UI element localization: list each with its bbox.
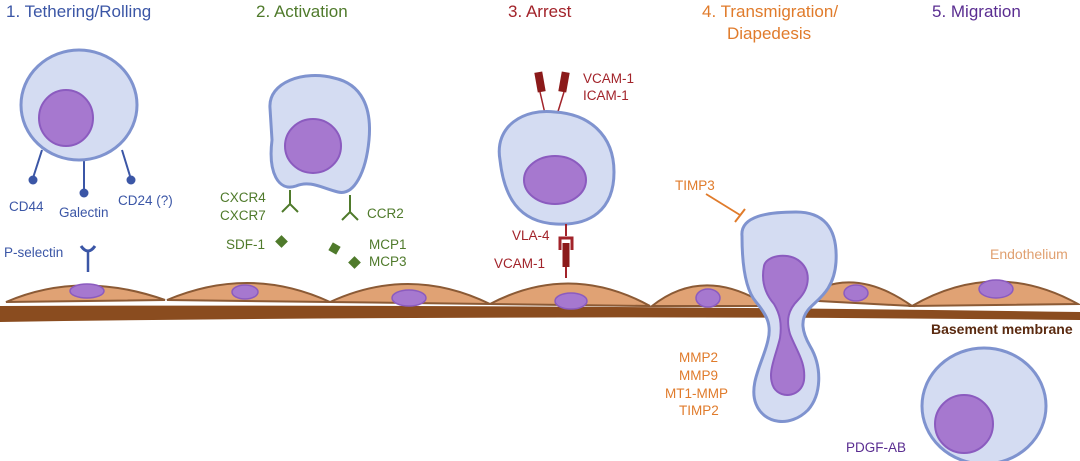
cd24-knob: [126, 175, 136, 185]
label-cd44: CD44: [9, 199, 44, 214]
endothelial-nucleus: [69, 283, 105, 299]
endothelial-nucleus: [695, 288, 721, 308]
label-p-selectin: P-selectin: [4, 245, 63, 260]
p-selectin-cup: [79, 245, 97, 253]
endothelial-nucleus: [391, 289, 427, 307]
label-icam1: ICAM-1: [583, 88, 629, 103]
label-cd24: CD24 (?): [118, 193, 173, 208]
vcam1-endothelial: [562, 243, 570, 267]
endothelial-nucleus: [978, 279, 1014, 299]
label-mmp9: MMP9: [679, 368, 718, 383]
tethering-cell-group: CD44 Galectin CD24 (?) P-selectin: [4, 48, 173, 272]
label-vcam1-top: VCAM-1: [583, 71, 634, 86]
endothelial-nucleus: [231, 284, 259, 300]
mcp3-ligand: [348, 256, 361, 269]
activation-cell-group: CXCR4 CXCR7 SDF-1 CCR2 MCP1 MCP3: [220, 74, 407, 269]
label-mt1-mmp: MT1-MMP: [665, 386, 728, 401]
vla4-integrin: [558, 236, 574, 250]
label-galectin: Galectin: [59, 205, 109, 220]
label-basement-membrane: Basement membrane: [931, 321, 1073, 337]
stage-title-tethering: 1. Tethering/Rolling: [6, 2, 151, 21]
label-cxcr4: CXCR4: [220, 190, 266, 205]
leukocyte-nucleus: [38, 89, 94, 147]
label-ccr2: CCR2: [367, 206, 404, 221]
stage-title-migration: 5. Migration: [932, 2, 1021, 21]
endothelial-layer: [5, 279, 1080, 310]
leukocyte-nucleus: [762, 254, 809, 396]
endothelial-nucleus: [554, 292, 588, 310]
stage-title-diapedesis: Diapedesis: [727, 24, 811, 43]
cd24-stalk: [121, 149, 131, 177]
label-vla4: VLA-4: [512, 228, 550, 243]
leukocyte-nucleus: [934, 394, 994, 454]
leukocyte-nucleus: [523, 155, 587, 205]
sdf1-ligand: [275, 235, 288, 248]
basement-membrane: [0, 305, 1080, 322]
timp3-inhibition-line: [705, 193, 741, 216]
label-timp3: TIMP3: [675, 178, 715, 193]
label-mcp1: MCP1: [369, 237, 407, 252]
timp3-inhibition-bar: [734, 208, 746, 223]
stage-title-activation: 2. Activation: [256, 2, 348, 21]
ccr2-receptor: [341, 210, 359, 221]
stage-title-transmigration: 4. Transmigration/: [702, 2, 838, 21]
adhesion-molecule: [534, 71, 546, 93]
arrest-cell-group: VCAM-1 ICAM-1 VLA-4 VCAM-1: [494, 71, 634, 278]
mcp1-ligand: [328, 242, 341, 255]
migration-cell-group: PDGF-AB: [846, 346, 1048, 461]
cd44-knob: [28, 175, 38, 185]
cxcr-receptor: [281, 202, 299, 213]
label-mcp3: MCP3: [369, 254, 407, 269]
stage-title-arrest: 3. Arrest: [508, 2, 572, 21]
label-cxcr7: CXCR7: [220, 208, 266, 223]
adhesion-molecule: [558, 71, 570, 93]
cd44-stalk: [32, 149, 43, 179]
label-timp2: TIMP2: [679, 403, 719, 418]
label-vcam1-bottom: VCAM-1: [494, 256, 545, 271]
leukocyte-nucleus: [284, 118, 342, 174]
label-endothelium: Endothelium: [990, 246, 1068, 262]
endothelial-nucleus: [843, 284, 869, 302]
label-mmp2: MMP2: [679, 350, 718, 365]
transmigration-cell-group: TIMP3 MMP2 MMP9 MT1-MMP TIMP2: [665, 178, 838, 423]
galectin-knob: [79, 188, 89, 198]
label-pdgf-ab: PDGF-AB: [846, 440, 906, 455]
label-sdf1: SDF-1: [226, 237, 265, 252]
